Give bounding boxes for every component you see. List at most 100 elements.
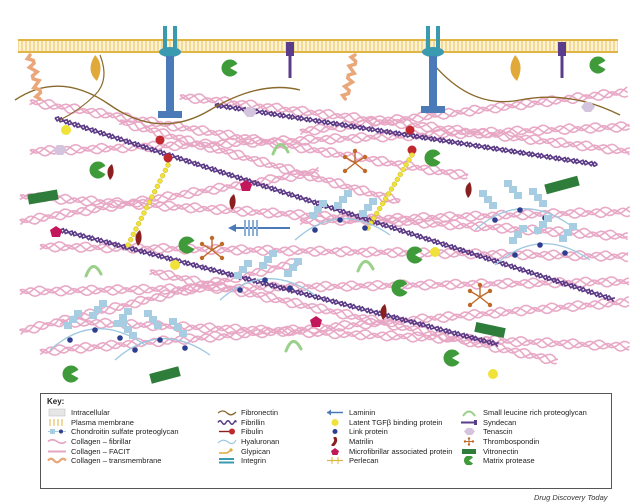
key-item-slrp: Small leucine rich proteoglycan — [459, 408, 614, 418]
chondroitin-domain — [114, 320, 122, 327]
syndecan-head — [286, 42, 294, 56]
chondroitin-domain — [319, 200, 327, 207]
chondroitin-domain — [509, 186, 517, 193]
key-item-collagen-facit: Collagen – FACIT — [47, 446, 217, 456]
key-label: Glypican — [241, 446, 271, 456]
key-label: Fibrillin — [241, 417, 265, 427]
ltbp-globule — [430, 247, 440, 257]
fibrillin-strand — [214, 102, 598, 168]
chondroitin-domain — [479, 190, 487, 197]
ltbp-bead — [136, 221, 142, 227]
ltbp-bead — [385, 191, 392, 197]
collagen-fibril — [19, 277, 630, 296]
mfap-icon — [325, 447, 345, 456]
ltbp-globule — [170, 260, 180, 270]
thrombospondin-domain — [362, 154, 368, 160]
key-item-fibronectin: Fibronectin — [217, 408, 322, 418]
ltbp-bead — [138, 215, 144, 221]
fibulin-bead — [405, 125, 415, 135]
vitronectin-icon — [459, 447, 479, 456]
slrp — [84, 265, 103, 278]
plasma-membrane — [18, 40, 618, 52]
key-item-matrix-protease: Matrix protease — [459, 455, 614, 466]
vitronectin — [149, 366, 181, 384]
slrp — [356, 260, 375, 273]
ltbp-bead — [154, 183, 160, 189]
collagen-fibril — [299, 88, 629, 136]
integrin-stalk — [429, 56, 437, 106]
key-label: Microfibrillar associated protein — [349, 446, 453, 456]
collagen-fibril — [19, 166, 319, 224]
chondroitin-domain — [284, 270, 292, 277]
chondroitin-domain — [534, 227, 542, 234]
thrombospondin-domain — [362, 168, 368, 174]
chondroitin-domain — [239, 266, 247, 273]
chondroitin-domain — [64, 322, 72, 329]
glypican-drop — [510, 55, 521, 81]
fibrillin-icon — [217, 418, 237, 427]
matrix-protease — [391, 279, 408, 297]
ltbp-bead — [377, 205, 383, 212]
perlecan-module — [252, 220, 254, 236]
thrombospondin-domain — [209, 235, 215, 241]
ltbp-globule — [61, 125, 71, 135]
chondroitin-domain — [514, 231, 522, 238]
chondroitin-domain — [504, 180, 512, 187]
vitronectin — [474, 321, 506, 339]
chondroitin-domain — [174, 324, 182, 331]
chondroitin-icon — [47, 427, 67, 436]
key-item-perlecan: Perlecan — [325, 456, 493, 466]
collagen-fibril — [118, 120, 401, 204]
key-item-laminin: Laminin — [325, 408, 493, 418]
collagen-fibril — [19, 278, 630, 298]
collagen-fibril — [19, 171, 320, 225]
plasma-membrane-icon — [47, 418, 67, 427]
link-protein — [182, 345, 188, 351]
collagen-fibril — [39, 300, 630, 357]
key-item-fibulin: Fibulin — [217, 427, 322, 437]
ltbp-bead — [162, 167, 168, 173]
matrix-protease — [406, 246, 423, 264]
perlecan-module — [248, 220, 250, 236]
chondroitin-domain — [119, 320, 127, 327]
chondroitin-domain — [314, 206, 322, 213]
link-protein — [287, 285, 293, 291]
thrombospondin-domain — [487, 288, 493, 294]
key-label: Syndecan — [483, 417, 517, 427]
thrombospondin-domain — [199, 241, 205, 247]
chondroitin-domain — [489, 202, 497, 209]
key-item-fibrillin: Fibrillin — [217, 418, 322, 428]
chondroitin-domain — [519, 225, 527, 232]
link-protein — [562, 250, 568, 256]
matrix-protease — [62, 365, 79, 383]
slrp-icon — [459, 408, 479, 417]
ltbp-bead — [152, 189, 158, 195]
ltbp-bead — [141, 210, 147, 216]
chondroitin-domain — [369, 198, 377, 205]
fiber-layer — [14, 54, 631, 365]
matrilin — [465, 182, 472, 198]
chondroitin-domain — [344, 190, 352, 197]
fibronectin-strand — [14, 85, 301, 125]
chondroitin-domain — [234, 272, 242, 279]
chondroitin-domain — [124, 308, 132, 315]
chondroitin-domain — [294, 258, 302, 265]
matrilin — [380, 304, 387, 320]
collagen-fibril — [39, 295, 629, 354]
molecule-layer — [24, 26, 606, 384]
collagen-fibrillar-icon — [47, 437, 67, 446]
ltbp-bead — [125, 242, 131, 248]
collagen-transmembrane-icon — [47, 456, 67, 465]
chondroitin-domain — [94, 306, 102, 313]
tenascin-icon — [459, 427, 479, 436]
key-item-thrombospondin: Thrombospondin — [459, 437, 614, 447]
chondroitin-domain — [69, 316, 77, 323]
chondroitin-domain — [359, 210, 367, 217]
key-item-mfap: Microfibrillar associated protein — [325, 446, 493, 456]
ltbp-bead — [391, 181, 398, 187]
chondroitin-domain — [144, 310, 152, 317]
key-label: Link protein — [349, 427, 388, 437]
matrilin — [135, 230, 142, 246]
